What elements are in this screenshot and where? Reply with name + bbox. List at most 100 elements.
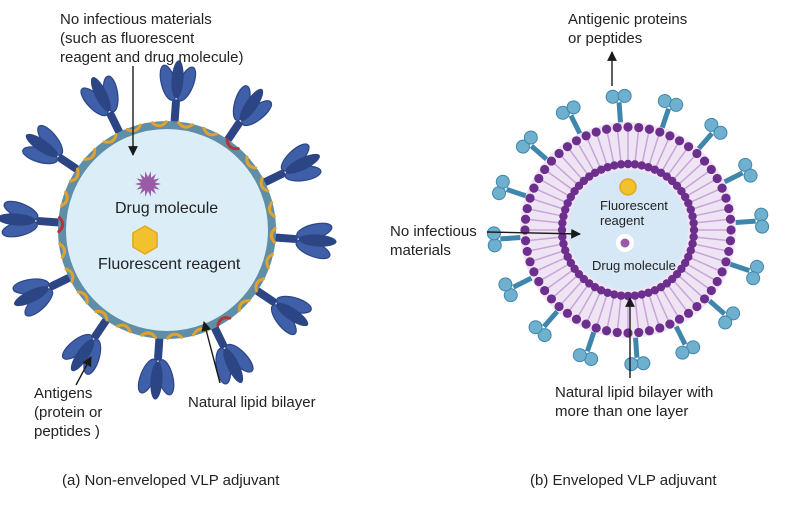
fluorescent-reagent-label-b: Fluorescent reagent (600, 198, 668, 228)
lipid-head (562, 142, 573, 152)
antigenic-spike (555, 100, 583, 137)
capsid-linker (150, 120, 168, 128)
lipid-tail (684, 270, 710, 290)
lipid-head (688, 239, 697, 248)
lipid-head (712, 173, 722, 184)
capsid-linker (176, 120, 194, 129)
antigen-protein (159, 60, 197, 124)
capsid-linker (64, 267, 75, 284)
fluorescent-reagent-icon (619, 178, 637, 196)
drug-molecule-label: Drug molecule (115, 200, 219, 217)
natural-lipid-bilayer-label: Natural lipid bilayer (188, 394, 316, 411)
antigenic-spike (486, 226, 523, 253)
lipid-tails (528, 130, 728, 330)
lipid-head (699, 294, 710, 304)
antigenic-spike (498, 275, 535, 303)
capsid-linker (125, 123, 142, 133)
lipid-head (601, 326, 612, 336)
antigenic-spike (528, 308, 561, 343)
lipid-head (717, 267, 727, 277)
lipid-head (630, 160, 640, 169)
lipid-tail (668, 286, 688, 312)
reagent-line-2: reagent (600, 213, 645, 228)
antigenic-spikes (486, 88, 770, 372)
antigenic-spike (624, 335, 651, 372)
lipid-head (686, 246, 695, 255)
lipid-head (616, 291, 626, 300)
bilayer-line-2: more than one layer (555, 403, 689, 420)
lipid-head (554, 148, 564, 159)
capsid-linker (57, 216, 65, 234)
lipid-head (655, 127, 665, 137)
capsid-linker (267, 201, 276, 218)
capsid-linker (202, 126, 219, 137)
lipid-head (721, 193, 731, 203)
lipid-head (522, 203, 532, 214)
lipid-tail (688, 264, 715, 281)
lipid-tail (674, 155, 696, 179)
lipid-head (522, 246, 532, 257)
lipid-head (610, 290, 619, 299)
lipid-tail (691, 257, 720, 272)
lipid-head (644, 326, 655, 336)
lipid-head (529, 183, 539, 193)
lipid-head (558, 218, 567, 228)
non-enveloped-vlp (0, 60, 337, 400)
lipid-head (561, 246, 570, 255)
lipid-head (612, 122, 622, 133)
antigen-protein (12, 274, 72, 317)
lipid-head (558, 232, 567, 242)
lipid-tail (679, 162, 703, 184)
lipid-tail (586, 293, 601, 322)
capsid-linker (58, 242, 67, 259)
lipid-head (650, 286, 660, 295)
lipid-head (603, 163, 612, 172)
lipid-head (683, 142, 694, 152)
antigenic-spike (572, 329, 599, 366)
annotation-arrows (75, 51, 635, 386)
antigen-protein (211, 325, 254, 385)
lipid-head (610, 161, 619, 170)
lipid-head (689, 225, 699, 235)
lipid-tail (674, 281, 696, 305)
lipid-head (623, 328, 633, 338)
antigen-protein (61, 317, 110, 375)
lipid-head (686, 205, 695, 214)
lipid-head (546, 156, 557, 166)
capsid-linker (94, 309, 109, 322)
capsid-linker (265, 252, 274, 270)
drug-molecule-icon (620, 238, 630, 248)
antigen-protein (254, 287, 312, 336)
lipid-head (674, 136, 685, 146)
lipid-head (596, 165, 606, 174)
lipid-head (712, 276, 722, 287)
lipid-tail (688, 179, 715, 196)
lipid-tail (641, 132, 650, 162)
capsid-linker (245, 155, 258, 170)
lipid-head (706, 285, 716, 296)
lipid-head (616, 160, 626, 169)
lipid-tail (634, 130, 640, 161)
capsid-linker (115, 323, 132, 334)
inner-core (568, 170, 688, 290)
lipid-head (601, 124, 612, 134)
fluorescent-reagent-icon (132, 225, 158, 255)
no-infectious-line-1: No infectious (390, 223, 477, 240)
lipid-head (534, 276, 544, 287)
antigenic-line-1: Antigenic proteins (568, 11, 688, 28)
drug-molecule-label-b: Drug molecule (592, 258, 676, 273)
lipid-head (674, 314, 685, 324)
lipid-head (554, 301, 564, 312)
lipid-tail (697, 218, 728, 224)
lipid-tail (546, 170, 572, 190)
antigenic-spike (605, 88, 632, 125)
capsid-linker (237, 299, 251, 313)
lipid-head (689, 218, 698, 228)
antigenic-proteins-label: Antigenic proteins or peptides (568, 10, 687, 48)
lipid-head (546, 294, 557, 304)
lipid-tail (568, 148, 588, 174)
lipid-head (688, 212, 697, 221)
antigen-protein (273, 222, 337, 260)
lipid-head (634, 122, 644, 133)
